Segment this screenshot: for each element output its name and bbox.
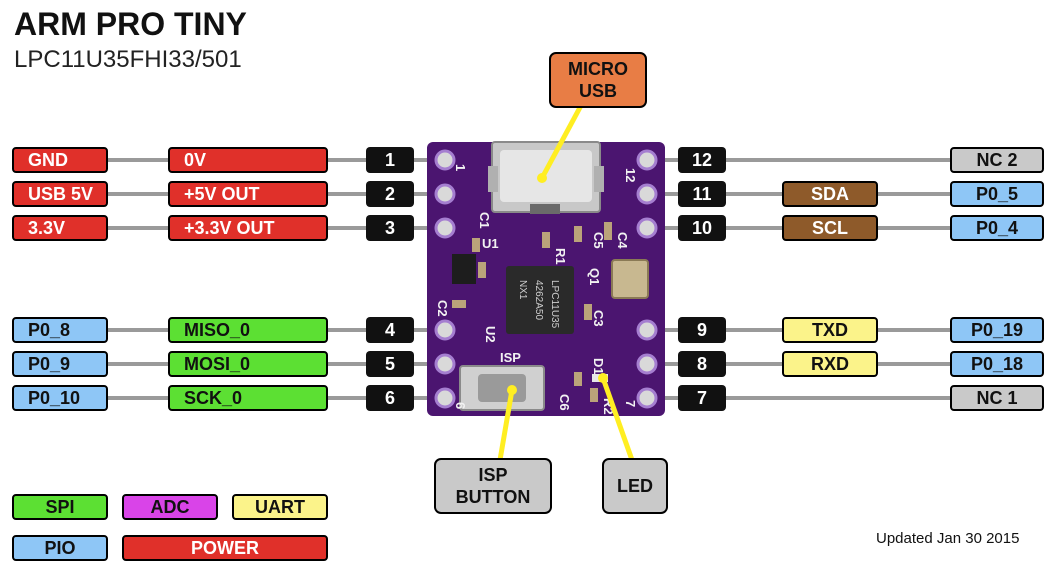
silk-c5: C5 (591, 232, 606, 249)
board: 11267C1U1R1C5C4Q1C2C3U2ISPD1C6R2 LPC11U3… (427, 142, 665, 416)
pad-10 (638, 219, 656, 237)
pad-3 (436, 219, 454, 237)
pin-2-label-outer: USB 5V (12, 181, 108, 207)
chip-line-1: LPC11U35 (549, 280, 560, 329)
silk-c1: C1 (477, 212, 492, 229)
pin-9-number: 9 (678, 317, 726, 343)
page-subtitle: LPC11U35FHI33/501 (14, 46, 242, 74)
pad-7 (638, 389, 656, 407)
pin-1-label-inner: 0V (168, 147, 328, 173)
crystal-q1 (612, 260, 648, 298)
pad-9 (638, 321, 656, 339)
isp-leader-dot (507, 385, 517, 395)
callout-led: LED (602, 458, 668, 514)
usb-leader-dot (537, 173, 547, 183)
pin-4-number: 4 (366, 317, 414, 343)
silk-u2: U2 (483, 326, 498, 343)
pin-12-number: 12 (678, 147, 726, 173)
pin-3-label-inner: +3.3V OUT (168, 215, 328, 241)
updated-date: Updated Jan 30 2015 (876, 530, 1019, 547)
pin-11-label-outer: P0_5 (950, 181, 1044, 207)
pin-9-label-outer: P0_19 (950, 317, 1044, 343)
pin-10-label-mid: SCL (782, 215, 878, 241)
legend-pio: PIO (12, 535, 108, 561)
silk-c3: C3 (591, 310, 606, 327)
callout-isp-button: ISPBUTTON (434, 458, 552, 514)
silk-7: 7 (623, 400, 638, 407)
pin-5-label-outer: P0_9 (12, 351, 108, 377)
silk-c2: C2 (435, 300, 450, 317)
silk-c4: C4 (615, 232, 630, 249)
chip-line-3: NX1 (517, 280, 528, 300)
legend-uart: UART (232, 494, 328, 520)
pin-3-label-outer: 3.3V (12, 215, 108, 241)
pad-8 (638, 355, 656, 373)
silk-u1: U1 (482, 236, 499, 251)
pin-11-label-mid: SDA (782, 181, 878, 207)
pin-3-number: 3 (366, 215, 414, 241)
silk-d1: D1 (591, 358, 606, 375)
regulator-u1 (452, 254, 476, 284)
silk-q1: Q1 (587, 268, 602, 285)
pin-7-number: 7 (678, 385, 726, 411)
callout-micro-usb: MICROUSB (549, 52, 647, 108)
pad-4 (436, 321, 454, 339)
silk-6: 6 (453, 402, 468, 409)
pin-5-number: 5 (366, 351, 414, 377)
pin-2-number: 2 (366, 181, 414, 207)
pin-10-label-outer: P0_4 (950, 215, 1044, 241)
legend-spi: SPI (12, 494, 108, 520)
pin-2-label-inner: +5V OUT (168, 181, 328, 207)
pin-11-number: 11 (678, 181, 726, 207)
legend-power: POWER (122, 535, 328, 561)
pin-8-number: 8 (678, 351, 726, 377)
pin-9-label-mid: TXD (782, 317, 878, 343)
pin-8-label-mid: RXD (782, 351, 878, 377)
pin-6-label-inner: SCK_0 (168, 385, 328, 411)
silk-r1: R1 (553, 248, 568, 265)
pin-7-label-outer: NC 1 (950, 385, 1044, 411)
legend-adc: ADC (122, 494, 218, 520)
pad-2 (436, 185, 454, 203)
pin-6-label-outer: P0_10 (12, 385, 108, 411)
pad-6 (436, 389, 454, 407)
pad-12 (638, 151, 656, 169)
pin-10-number: 10 (678, 215, 726, 241)
led-leader-dot (598, 373, 608, 383)
pin-8-label-outer: P0_18 (950, 351, 1044, 377)
silk-1: 1 (453, 164, 468, 171)
silk-isp: ISP (500, 350, 521, 365)
pin-4-label-inner: MISO_0 (168, 317, 328, 343)
pad-11 (638, 185, 656, 203)
page-title: ARM PRO TINY (14, 6, 247, 43)
pin-1-number: 1 (366, 147, 414, 173)
pin-6-number: 6 (366, 385, 414, 411)
pin-1-label-outer: GND (12, 147, 108, 173)
chip-line-2: 4262A50 (533, 280, 544, 320)
pad-1 (436, 151, 454, 169)
silk-12: 12 (623, 168, 638, 182)
pin-12-label-outer: NC 2 (950, 147, 1044, 173)
pin-4-label-outer: P0_8 (12, 317, 108, 343)
silk-c6: C6 (557, 394, 572, 411)
pin-5-label-inner: MOSI_0 (168, 351, 328, 377)
pad-5 (436, 355, 454, 373)
